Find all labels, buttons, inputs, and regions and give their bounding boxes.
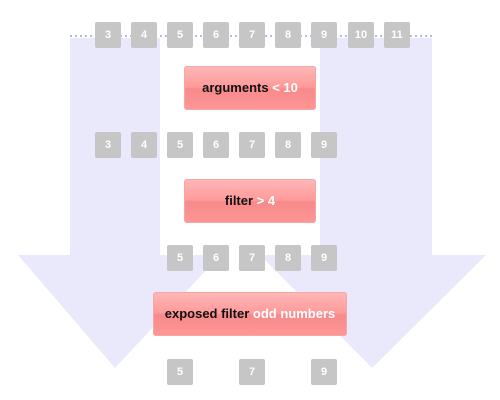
stage-condition: > 4	[256, 193, 276, 208]
stage-label: arguments	[202, 80, 269, 95]
stage-label: filter	[224, 193, 254, 208]
stage-condition: < 10	[272, 80, 298, 95]
left-down-arrow	[18, 38, 220, 368]
right-down-arrow	[260, 38, 486, 368]
stage-condition: odd numbers	[252, 306, 336, 321]
stage-label: exposed filter	[164, 306, 250, 321]
arguments-stage: arguments < 10	[184, 66, 316, 110]
exposed-filter-stage: exposed filter odd numbers	[153, 292, 347, 336]
filter-stage: filter > 4	[184, 179, 316, 223]
